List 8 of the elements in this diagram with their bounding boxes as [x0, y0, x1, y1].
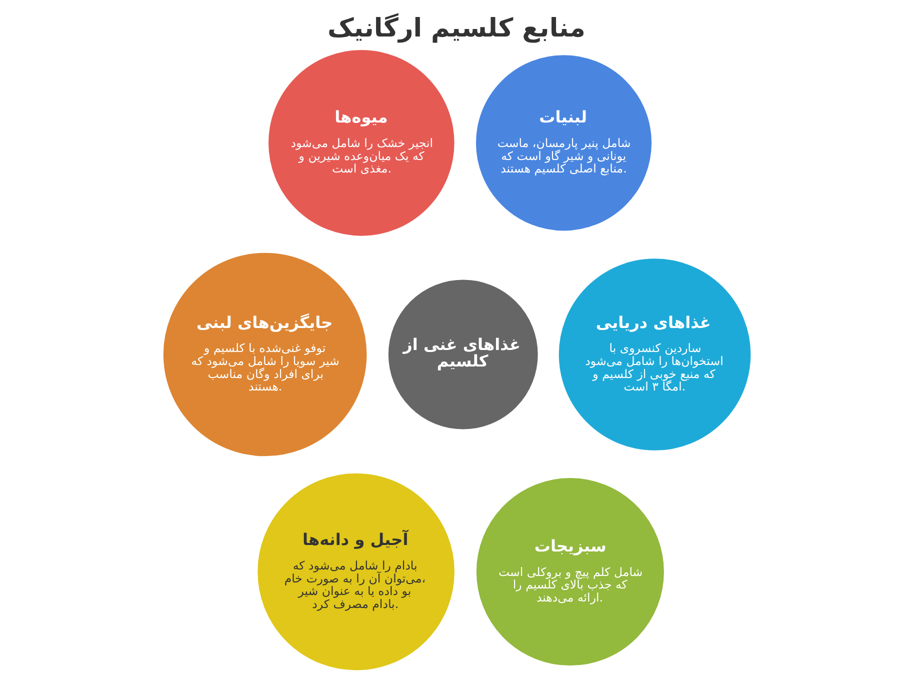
node-circle: جایگزین‌های لبنی توفو غنی‌شده با کلسیم و شیر سویا را شامل می‌شود که برای افراد وگان مناسب هستند.	[160, 250, 368, 458]
node-circle: سبزیجات شامل کلم پیچ و بروکلی است که جذب بالای کلسیم را ارائه می‌دهند.	[474, 476, 666, 668]
node-circle: آجیل و دانه‌ها بادام را شامل می‌شود که می‌توان آن را به صورت خام، بو داده یا به عنوان شیر بادام مصرف کرد.	[255, 471, 456, 672]
node-circle: لبنیات شامل پنیر پارمسان، ماست یونانی و شیر گاو است که منابع اصلی کلسیم هستند.	[473, 52, 654, 233]
diagram-title: منابع کلسیم ارگانیک	[326, 13, 585, 44]
node-circle: میوه‌ها انجیر خشک را شامل می‌شود که یک میان‌وعده شیرین و مغذی است.	[266, 48, 456, 238]
node-circle: غذاهای غنی از کلسیم	[386, 278, 540, 432]
node-circle: غذاهای دریایی ساردین کنسروی با استخوان‌ها را شامل می‌شود که منبع خوبی از کلسیم و امگا ۳ است.	[556, 256, 752, 453]
